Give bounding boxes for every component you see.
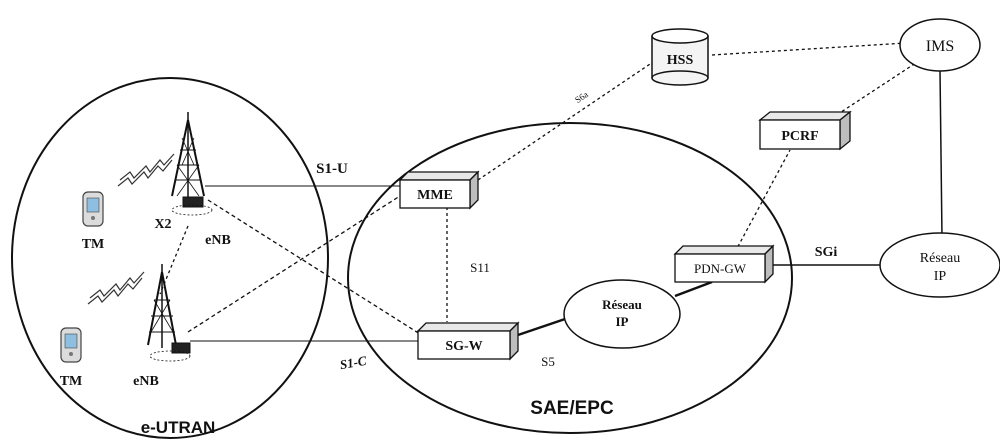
epc-region — [347, 122, 793, 434]
radio-wave-icon — [89, 271, 145, 299]
reseau-ip-outer-node — [879, 232, 1000, 298]
s5-label: S5 — [541, 354, 555, 369]
mobile-phone-icon — [82, 191, 104, 227]
s6a-label: S6a — [573, 89, 590, 105]
enb-tower-bottom — [147, 264, 191, 362]
s5-link-b — [674, 280, 713, 298]
epc-label: SAE/EPC — [530, 398, 614, 419]
pcrf-ims-link — [831, 54, 929, 119]
radio-link-icons — [87, 153, 175, 305]
s1c-link-bottom-enb — [187, 193, 404, 333]
hss-database — [651, 28, 709, 86]
ims-label: IMS — [926, 38, 954, 55]
s1c-link-top-enb — [207, 199, 421, 335]
reseau-ip-inner-label-line2: IP — [616, 314, 629, 329]
reseau-ip-outer-label-line1: Réseau — [920, 251, 960, 266]
enb-bottom-label: eNB — [133, 374, 159, 389]
pcrf-label: PCRF — [781, 129, 818, 144]
s1u-label: S1-U — [316, 161, 348, 177]
enb-top-label: eNB — [205, 233, 231, 248]
reseau-ip-inner-node — [563, 279, 681, 349]
eutran-label: e-UTRAN — [141, 418, 216, 437]
mobile-phone-icon — [60, 327, 82, 363]
sgi-label: SGi — [815, 245, 838, 260]
hss-ims-link — [711, 41, 923, 56]
sg-w-label: SG-W — [445, 339, 482, 354]
radio-wave-icon — [117, 159, 173, 187]
sg-w-box — [416, 321, 520, 361]
s11-label: S11 — [470, 260, 490, 275]
s5-link-a — [514, 316, 569, 338]
s6a-link — [477, 59, 657, 181]
tm-bottom-label: TM — [60, 374, 83, 389]
s1c-label: S1-C — [339, 353, 368, 372]
tm-top-label: TM — [82, 237, 105, 252]
ims-reseau-link — [939, 69, 943, 239]
pdngw-pcrf-link — [734, 149, 791, 253]
radio-wave-icon — [87, 277, 143, 305]
enb-tower-top — [171, 112, 213, 216]
hss-label: HSS — [667, 53, 694, 68]
mme-label: MME — [417, 188, 453, 203]
pdn-gw-label: PDN-GW — [694, 261, 747, 276]
radio-wave-icon — [119, 153, 175, 181]
reseau-ip-inner-label-line1: Réseau — [602, 297, 642, 312]
pcrf-box — [758, 110, 852, 151]
ims-node — [899, 18, 981, 72]
eutran-region — [11, 77, 329, 439]
connections — [159, 41, 943, 342]
pdn-gw-box — [673, 244, 775, 284]
mme-box — [398, 170, 480, 210]
reseau-ip-outer-label-line2: IP — [934, 269, 947, 284]
x2-label: X2 — [154, 217, 171, 232]
